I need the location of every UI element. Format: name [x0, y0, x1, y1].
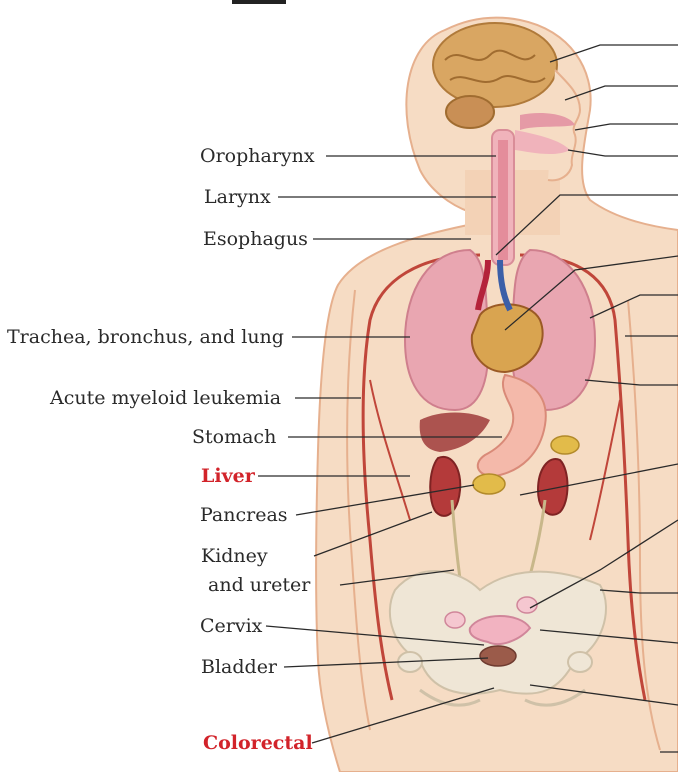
label-pancreas: Pancreas — [200, 504, 288, 526]
header-bar — [232, 0, 286, 4]
label-ureter: and ureter — [208, 574, 310, 596]
label-trachea-bronchus-lung: Trachea, bronchus, and lung — [7, 326, 284, 348]
label-larynx: Larynx — [204, 186, 271, 208]
label-bladder: Bladder — [201, 656, 277, 678]
label-stomach: Stomach — [192, 426, 276, 448]
label-kidney: Kidney — [201, 545, 268, 567]
label-acute-myeloid-leukemia: Acute myeloid leukemia — [50, 387, 281, 409]
gallbladder — [551, 436, 579, 454]
label-colorectal: Colorectal — [203, 732, 313, 754]
label-oropharynx: Oropharynx — [200, 145, 315, 167]
bladder-organ — [480, 646, 516, 666]
label-cervix: Cervix — [200, 615, 262, 637]
pancreas-organ — [473, 474, 505, 494]
label-esophagus: Esophagus — [203, 228, 308, 250]
label-liver: Liver — [201, 465, 255, 487]
